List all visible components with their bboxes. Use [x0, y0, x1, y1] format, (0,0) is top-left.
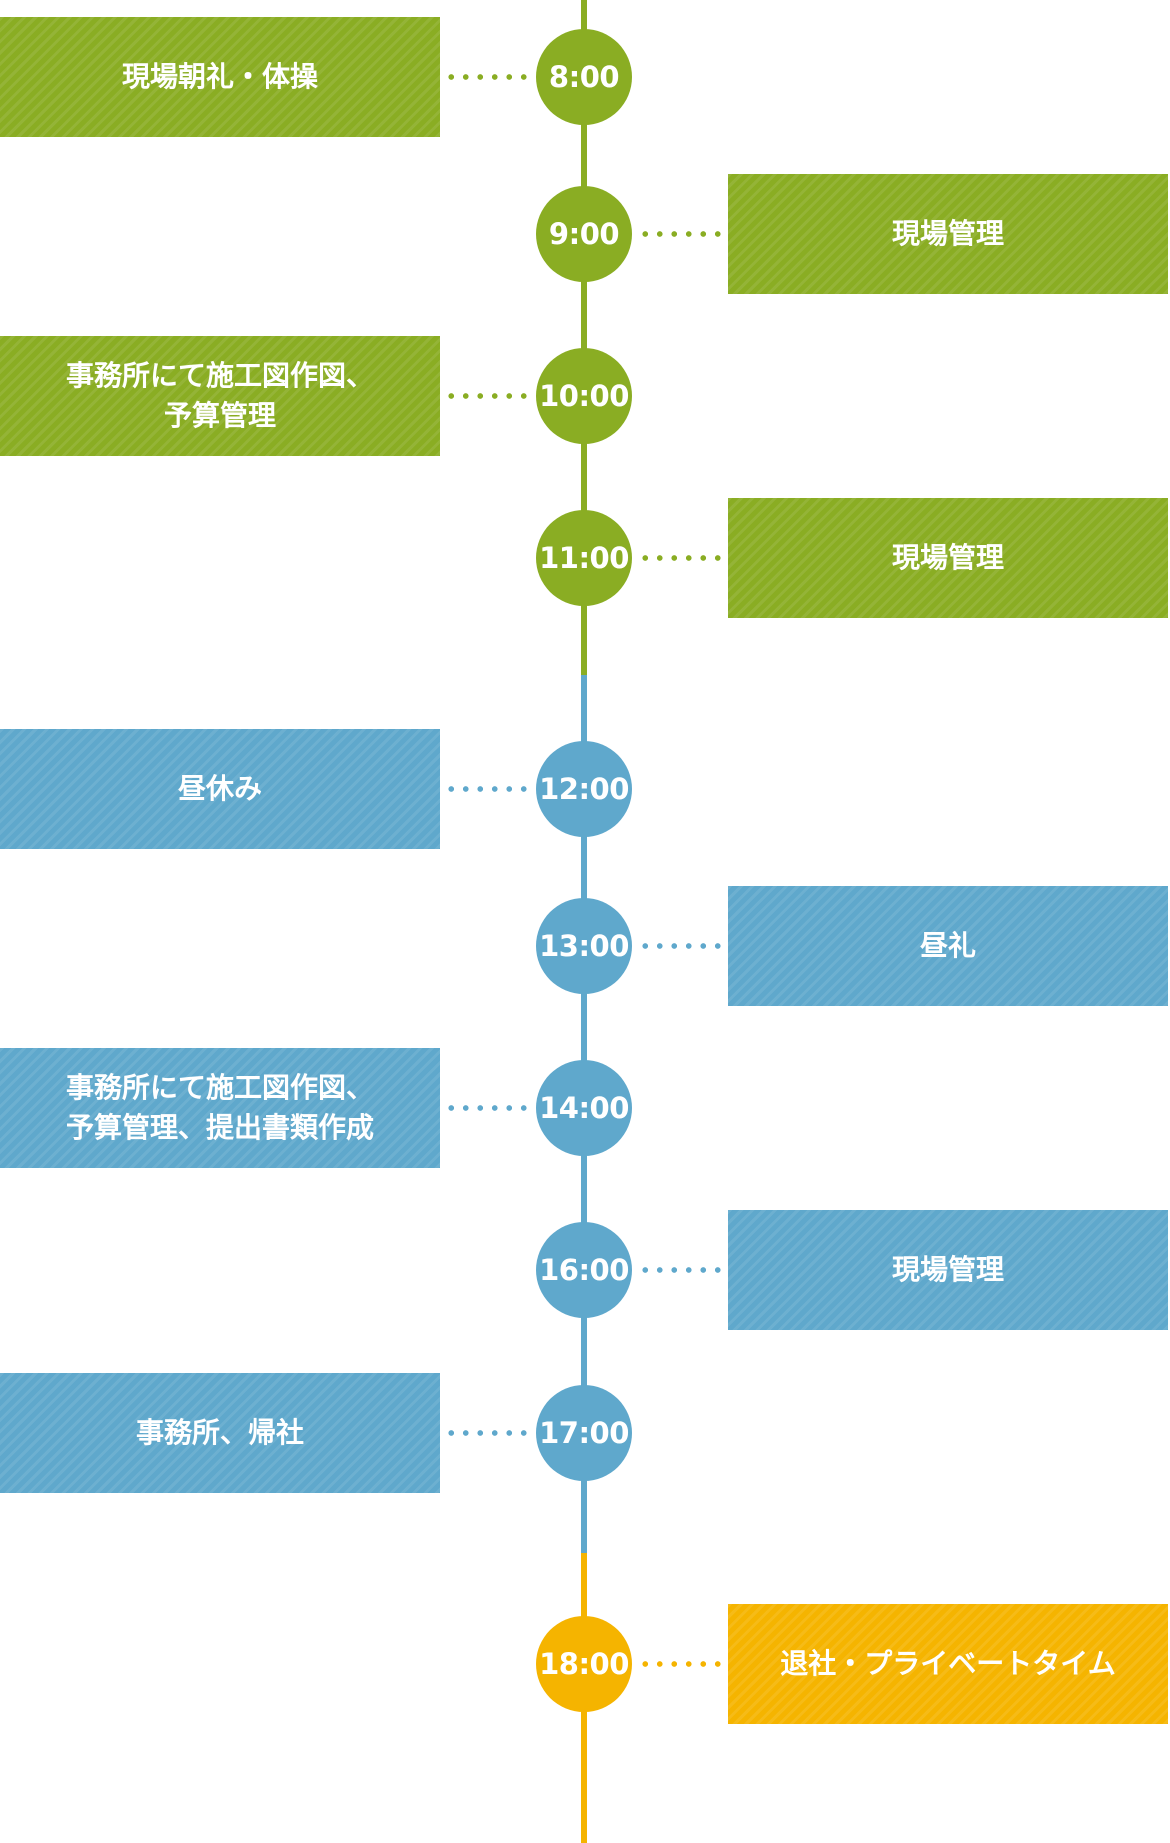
activity-box: 事務所にて施工図作図、 予算管理 — [0, 336, 440, 456]
time-circle: 10:00 — [536, 348, 632, 444]
time-circle: 18:00 — [536, 1616, 632, 1712]
dotted-connector — [444, 786, 532, 792]
activity-box: 退社・プライベートタイム — [728, 1604, 1168, 1724]
dotted-connector — [638, 1267, 726, 1273]
activity-box: 現場管理 — [728, 498, 1168, 618]
activity-box: 昼休み — [0, 729, 440, 849]
dotted-connector — [638, 943, 726, 949]
time-circle: 13:00 — [536, 898, 632, 994]
time-circle: 12:00 — [536, 741, 632, 837]
activity-box: 現場管理 — [728, 174, 1168, 294]
time-circle: 16:00 — [536, 1222, 632, 1318]
activity-box: 事務所、帰社 — [0, 1373, 440, 1493]
time-circle: 11:00 — [536, 510, 632, 606]
time-circle: 17:00 — [536, 1385, 632, 1481]
time-circle: 8:00 — [536, 29, 632, 125]
activity-box: 現場朝礼・体操 — [0, 17, 440, 137]
dotted-connector — [638, 231, 726, 237]
activity-box: 昼礼 — [728, 886, 1168, 1006]
time-circle: 14:00 — [536, 1060, 632, 1156]
dotted-connector — [444, 393, 532, 399]
time-circle: 9:00 — [536, 186, 632, 282]
dotted-connector — [444, 1105, 532, 1111]
timeline-line-morning — [581, 0, 587, 675]
dotted-connector — [444, 74, 532, 80]
activity-box: 事務所にて施工図作図、 予算管理、提出書類作成 — [0, 1048, 440, 1168]
dotted-connector — [638, 555, 726, 561]
dotted-connector — [444, 1430, 532, 1436]
activity-box: 現場管理 — [728, 1210, 1168, 1330]
dotted-connector — [638, 1661, 726, 1667]
